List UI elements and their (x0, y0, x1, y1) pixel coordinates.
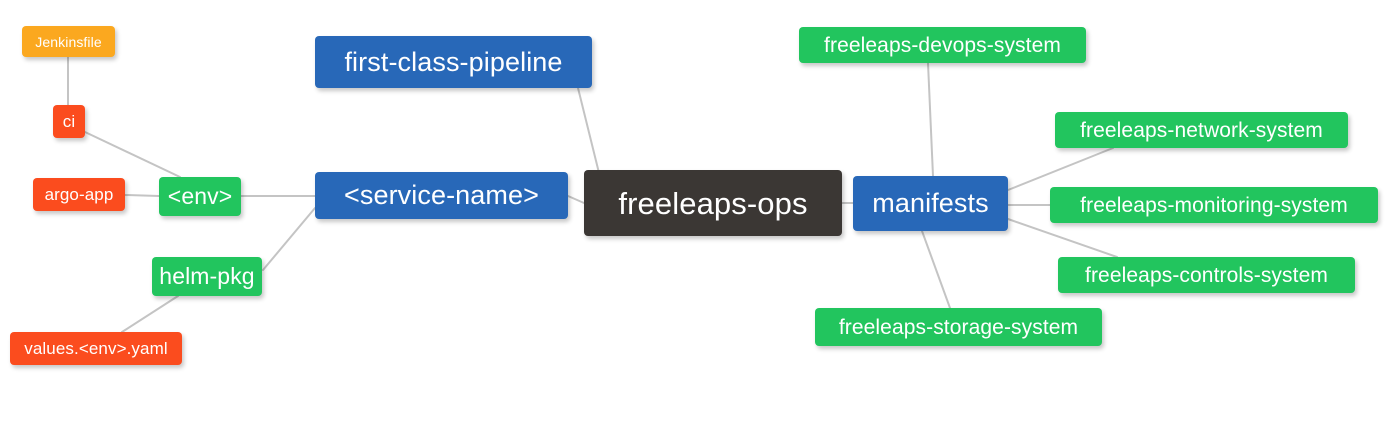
edge-service-to-helm (262, 207, 316, 271)
node-env[interactable]: <env> (159, 177, 241, 216)
node-label-values: values.<env>.yaml (24, 339, 168, 358)
node-values[interactable]: values.<env>.yaml (10, 332, 182, 365)
edge-root-to-pipeline (577, 87, 601, 178)
node-root[interactable]: freeleaps-ops (584, 170, 842, 236)
edge-manifests-to-devops (927, 62, 934, 177)
edge-manifests-to-network (1007, 147, 1114, 191)
node-jenkins[interactable]: Jenkinsfile (22, 26, 115, 57)
node-helm[interactable]: helm-pkg (152, 257, 262, 296)
node-label-pipeline: first-class-pipeline (344, 46, 563, 77)
node-label-controls: freeleaps-controls-system (1085, 263, 1328, 287)
node-label-manifests: manifests (872, 188, 989, 218)
node-devops[interactable]: freeleaps-devops-system (799, 27, 1086, 63)
node-label-argo: argo-app (44, 185, 114, 204)
node-monitoring[interactable]: freeleaps-monitoring-system (1050, 187, 1378, 223)
node-label-jenkins: Jenkinsfile (35, 33, 102, 50)
node-pipeline[interactable]: first-class-pipeline (315, 36, 592, 88)
node-label-monitoring: freeleaps-monitoring-system (1080, 193, 1348, 217)
node-service[interactable]: <service-name> (315, 172, 568, 219)
edge-env-to-argo (124, 194, 160, 197)
node-ci[interactable]: ci (53, 105, 85, 138)
node-network[interactable]: freeleaps-network-system (1055, 112, 1348, 148)
node-label-service: <service-name> (344, 180, 539, 210)
node-label-ci: ci (62, 112, 76, 131)
node-label-devops: freeleaps-devops-system (824, 33, 1061, 57)
edge-manifests-to-storage (921, 230, 951, 309)
edge-manifests-to-controls (1007, 218, 1118, 258)
node-controls[interactable]: freeleaps-controls-system (1058, 257, 1355, 293)
node-label-root: freeleaps-ops (618, 185, 808, 221)
node-storage[interactable]: freeleaps-storage-system (815, 308, 1102, 346)
node-label-storage: freeleaps-storage-system (838, 315, 1079, 339)
edge-helm-to-values (121, 295, 179, 333)
node-label-helm: helm-pkg (159, 263, 255, 289)
node-label-env: <env> (167, 183, 233, 209)
node-label-network: freeleaps-network-system (1080, 118, 1323, 142)
edge-env-to-ci (84, 131, 181, 178)
node-manifests[interactable]: manifests (853, 176, 1008, 231)
edge-root-to-service (567, 195, 585, 204)
node-argo[interactable]: argo-app (33, 178, 125, 211)
